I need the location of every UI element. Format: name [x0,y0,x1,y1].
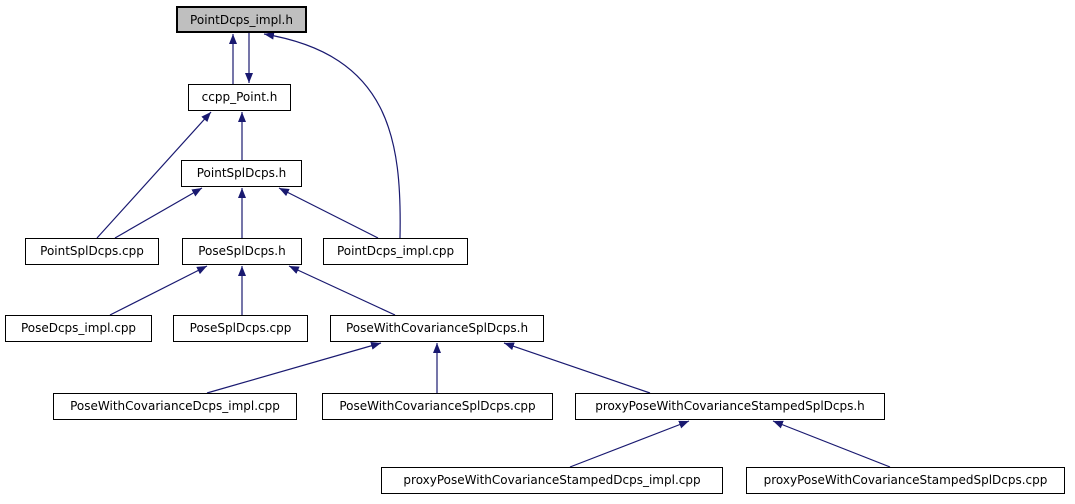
edge-proxyPoseWithCovarianceStampedSplDcps_h-to-PoseWithCovarianceSplDcps_h [503,342,651,394]
graph-node-ccpp_Point_h[interactable]: ccpp_Point.h [188,84,291,111]
graph-node-PoseSplDcps_cpp[interactable]: PoseSplDcps.cpp [173,315,308,342]
edge-PointSplDcps_cpp-to-ccpp_Point_h [96,111,212,239]
graph-node-PointSplDcps_h[interactable]: PointSplDcps.h [181,160,302,187]
edge-PoseWithCovarianceDcps_impl_cpp-to-PoseWithCovarianceSplDcps_h [206,341,382,394]
edge-PointDcps_impl_cpp-to-PointSplDcps_h [278,187,379,239]
edge-proxyPoseWithCovarianceStampedSplDcps_cpp-to-proxyPoseWithCovarianceStampedSplDcps_h [772,420,891,468]
edge-proxyPoseWithCovarianceStampedDcps_impl_cpp-to-proxyPoseWithCovarianceStampedSplDcps_h [569,420,690,468]
graph-node-PoseSplDcps_h[interactable]: PoseSplDcps.h [182,238,302,265]
graph-node-proxyPoseWithCovarianceStampedSplDcps_cpp[interactable]: proxyPoseWithCovarianceStampedSplDcps.cp… [746,467,1065,494]
graph-node-PoseWithCovarianceSplDcps_h[interactable]: PoseWithCovarianceSplDcps.h [330,315,544,342]
graph-node-proxyPoseWithCovarianceStampedDcps_impl_cpp[interactable]: proxyPoseWithCovarianceStampedDcps_impl.… [381,467,723,494]
edge-PointDcps_impl_cpp-to-PointDcps_impl_h [263,31,401,239]
edge-PoseDcps_impl_cpp-to-PoseSplDcps_h [109,265,208,316]
graph-node-PoseDcps_impl_cpp[interactable]: PoseDcps_impl.cpp [5,315,152,342]
graph-node-PoseWithCovarianceSplDcps_cpp[interactable]: PoseWithCovarianceSplDcps.cpp [322,393,553,420]
graph-node-PointDcps_impl_cpp[interactable]: PointDcps_impl.cpp [323,238,468,265]
graph-node-PoseWithCovarianceDcps_impl_cpp[interactable]: PoseWithCovarianceDcps_impl.cpp [53,393,297,420]
edge-PoseWithCovarianceSplDcps_h-to-PoseSplDcps_h [288,265,396,316]
include-edges [96,31,891,468]
edge-PointSplDcps_cpp-to-PointSplDcps_h [114,187,203,239]
graph-node-PointSplDcps_cpp[interactable]: PointSplDcps.cpp [25,238,159,265]
graph-node-proxyPoseWithCovarianceStampedSplDcps_h[interactable]: proxyPoseWithCovarianceStampedSplDcps.h [575,393,885,420]
graph-node-PointDcps_impl_h: PointDcps_impl.h [176,6,307,33]
